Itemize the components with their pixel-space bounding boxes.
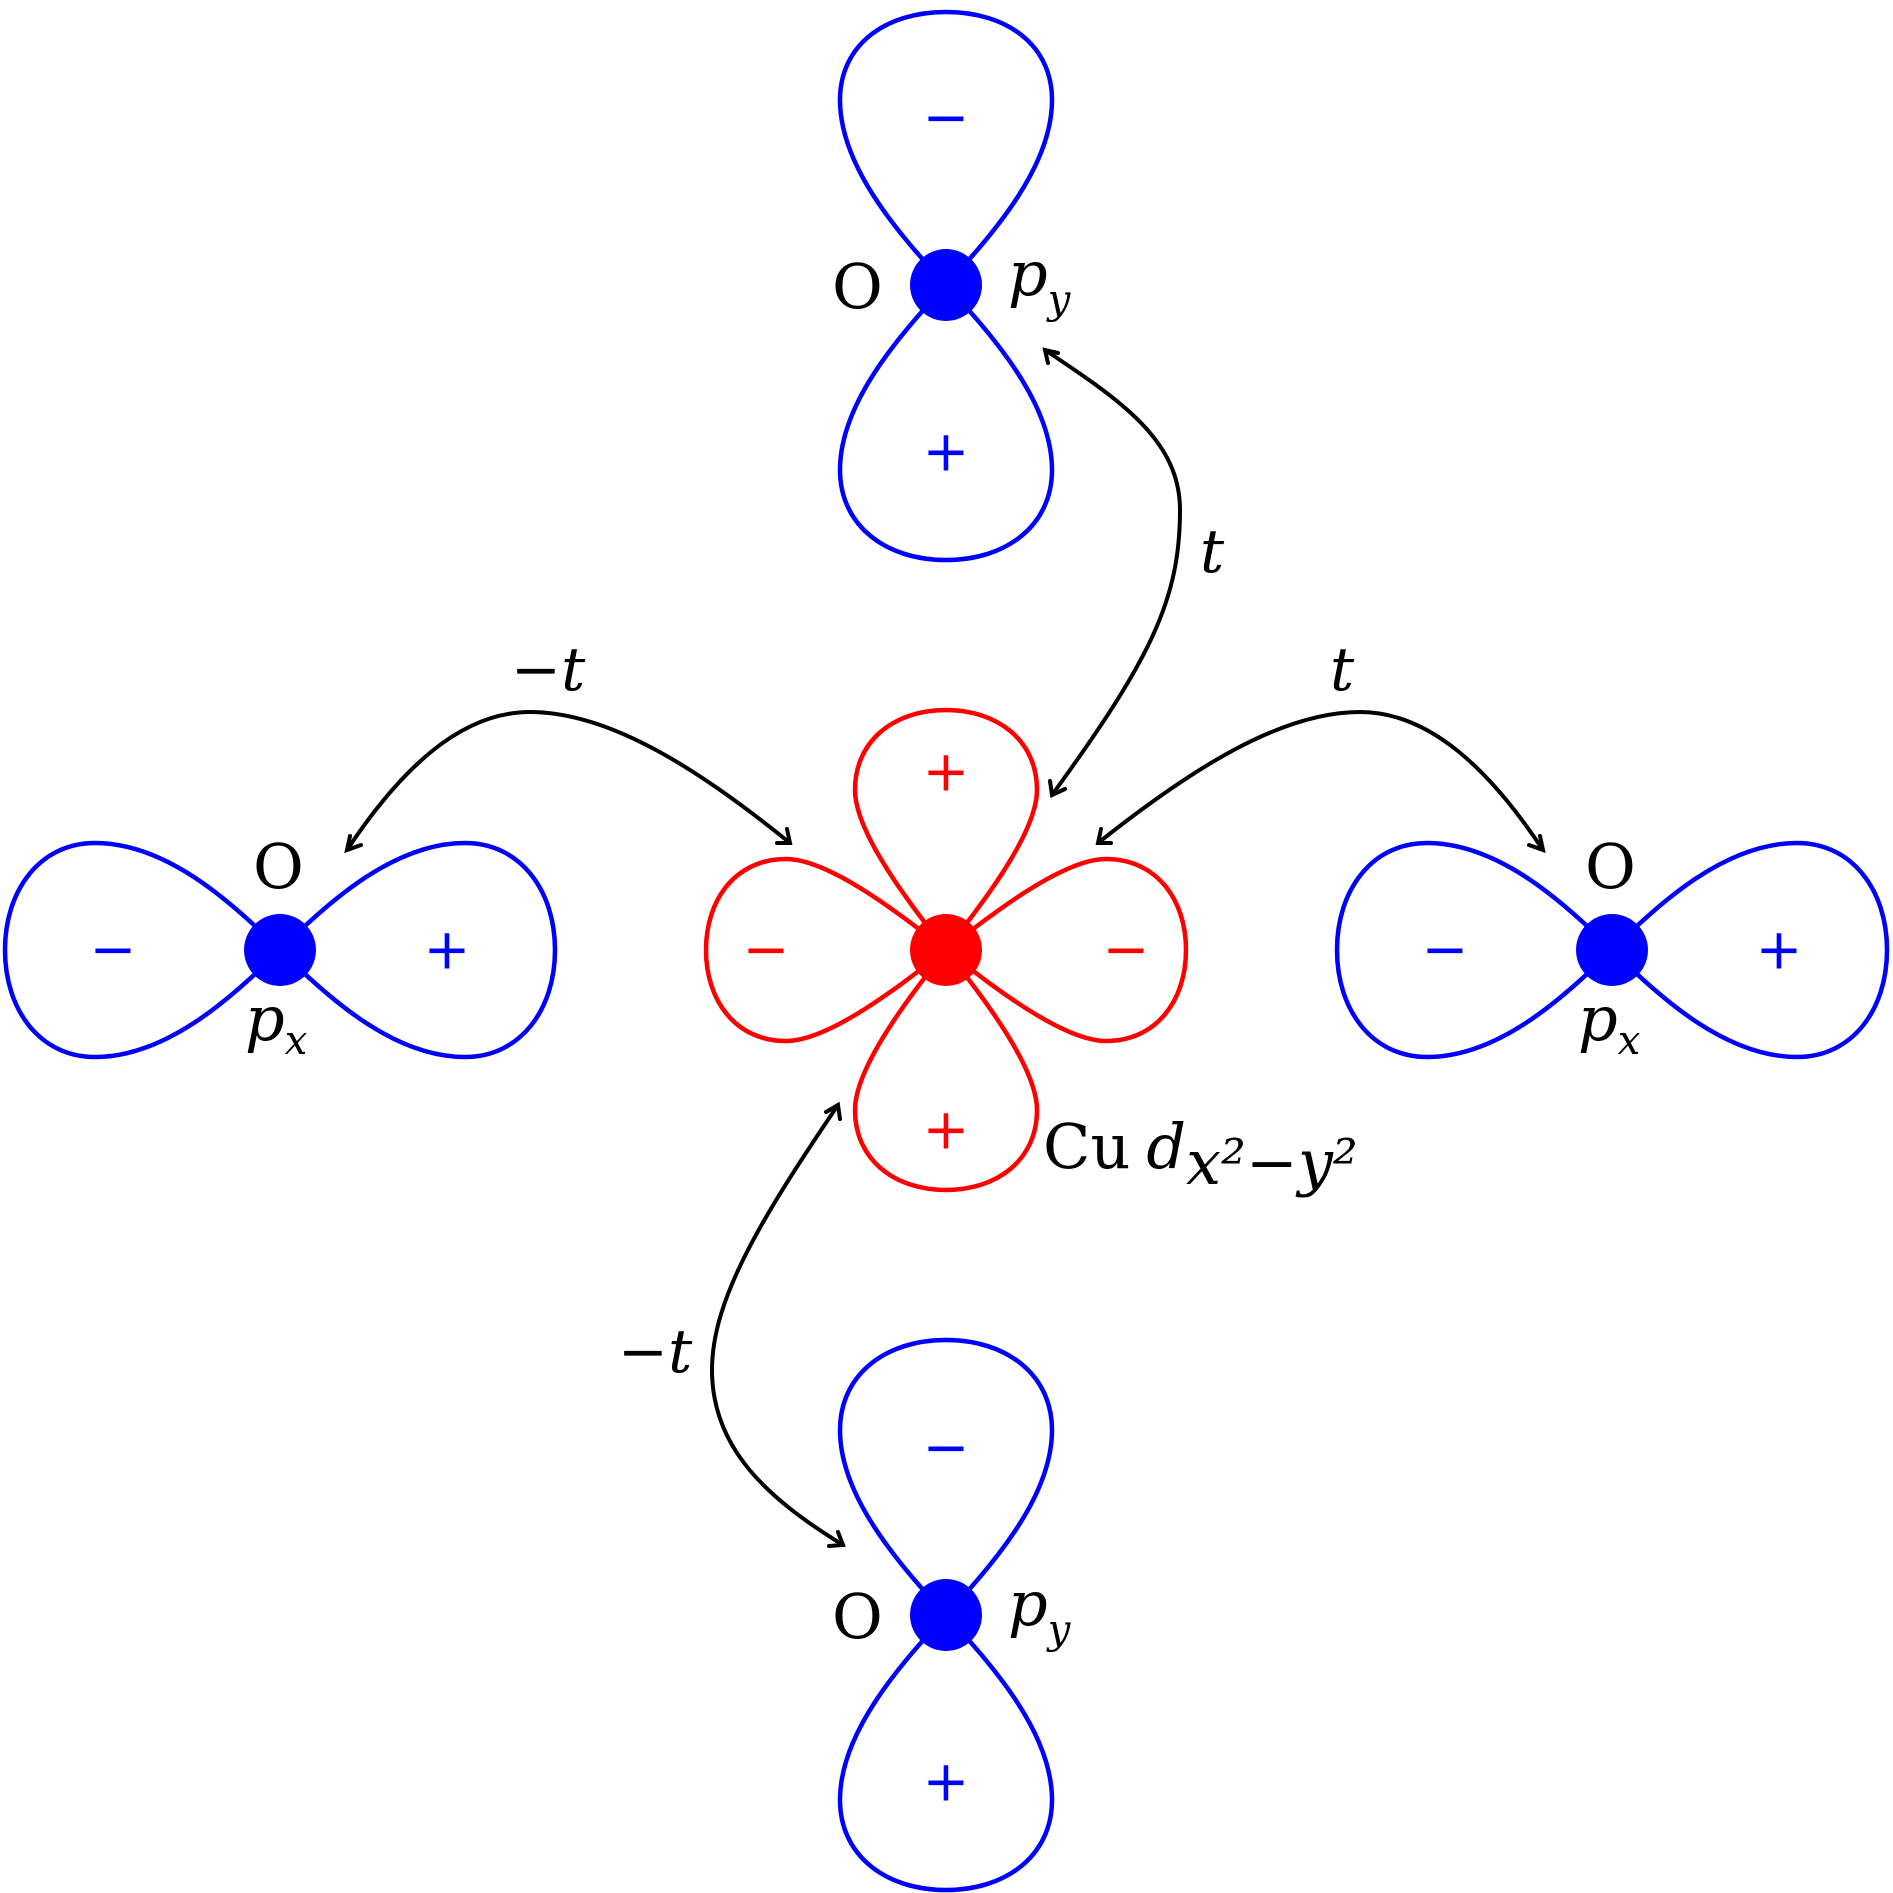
oxygen-left-left-lobe [2, 840, 284, 1060]
oxygen-left-right-sign: + [424, 918, 471, 983]
oxygen-top-orbital-letter: p [1008, 237, 1048, 310]
copper-right-sign: − [1103, 918, 1150, 983]
oxygen-bottom-atom-label: O [832, 1580, 883, 1653]
oxygen-right-orbital-label: px [1578, 982, 1640, 1064]
hopping-bottom-label: −t [618, 1317, 693, 1387]
hopping-top-curve [1043, 348, 1183, 797]
hopping-bottom-curve [709, 1103, 845, 1547]
oxygen-top-upper-lobe [837, 9, 1055, 289]
oxygen-bottom-orbital-label: py [1008, 1567, 1072, 1653]
oxygen-bottom-orbital-subscript: y [1046, 1607, 1072, 1653]
hopping-top-arrowhead-oxygen [1042, 347, 1060, 365]
oxygen-bottom-nucleus [910, 1579, 982, 1651]
oxygen-right-left-sign: − [1422, 918, 1469, 983]
hopping-bottom-arrowhead-copper [824, 1101, 842, 1121]
oxygen-left-orbital-letter: p [245, 982, 285, 1055]
hopping-left-label: −t [511, 635, 586, 705]
copper-right-lobe [942, 856, 1189, 1044]
oxygen-top-orbital-label: py [1008, 237, 1072, 323]
oxygen-right: − + O px [1334, 830, 1890, 1064]
copper-top-lobe [852, 707, 1040, 954]
hopping-right-arrowhead-copper [1095, 827, 1113, 845]
oxygen-left-orbital-label: px [245, 982, 307, 1064]
copper-top-sign: + [923, 740, 970, 805]
copper-orbital-subscript: x²−y² [1186, 1126, 1358, 1199]
hopping-arrows: t −t t −t [344, 347, 1546, 1548]
copper-bottom-lobe [852, 946, 1040, 1193]
copper-orbital-letter: d [1146, 1110, 1186, 1183]
oxygen-right-orbital-subscript: x [1618, 1018, 1641, 1064]
copper-left-sign: − [743, 918, 790, 983]
copper-bottom-sign: + [923, 1098, 970, 1163]
hopping-left-arrowhead-copper [775, 827, 793, 845]
oxygen-right-nucleus [1576, 914, 1648, 986]
hopping-right-arrowhead-oxygen [1527, 834, 1546, 854]
oxygen-left-right-lobe [276, 840, 558, 1060]
oxygen-top-atom-label: O [832, 250, 883, 323]
hopping-right-curve [1096, 709, 1545, 852]
copper-nucleus [910, 914, 982, 986]
oxygen-bottom-lower-sign: + [923, 1750, 970, 1815]
oxygen-top-upper-sign: − [923, 86, 970, 151]
oxygen-bottom-upper-sign: − [923, 1416, 970, 1481]
hopping-left-arrowhead-oxygen [344, 834, 363, 854]
oxygen-top-lower-sign: + [923, 420, 970, 485]
oxygen-left-nucleus [244, 914, 316, 986]
oxygen-bottom-lower-lobe [837, 1611, 1055, 1893]
copper-left-lobe [703, 856, 950, 1044]
hopping-right-label: t [1330, 635, 1355, 705]
hopping-top-arrowhead-copper [1048, 779, 1067, 798]
hopping-bottom-arrowhead-oxygen [827, 1530, 846, 1548]
hopping-top-label: t [1200, 517, 1225, 587]
oxygen-bottom: − + O py [832, 1337, 1072, 1893]
oxygen-left-orbital-subscript: x [285, 1018, 308, 1064]
oxygen-right-right-sign: + [1756, 918, 1803, 983]
oxygen-right-orbital-letter: p [1578, 982, 1618, 1055]
oxygen-left-atom-label: O [253, 830, 304, 903]
oxygen-top: − + O py [832, 9, 1072, 563]
oxygen-left: − + O px [2, 830, 558, 1064]
oxygen-right-atom-label: O [1585, 830, 1636, 903]
oxygen-left-left-sign: − [90, 918, 137, 983]
oxygen-right-right-lobe [1608, 840, 1890, 1060]
oxygen-right-left-lobe [1334, 840, 1616, 1060]
oxygen-top-nucleus [910, 249, 982, 321]
oxygen-bottom-upper-lobe [837, 1337, 1055, 1619]
oxygen-top-orbital-subscript: y [1046, 277, 1072, 323]
oxygen-top-lower-lobe [837, 281, 1055, 563]
hopping-left-curve [345, 709, 792, 852]
copper-atom-label: Cu [1043, 1110, 1130, 1183]
oxygen-bottom-orbital-letter: p [1008, 1567, 1048, 1640]
